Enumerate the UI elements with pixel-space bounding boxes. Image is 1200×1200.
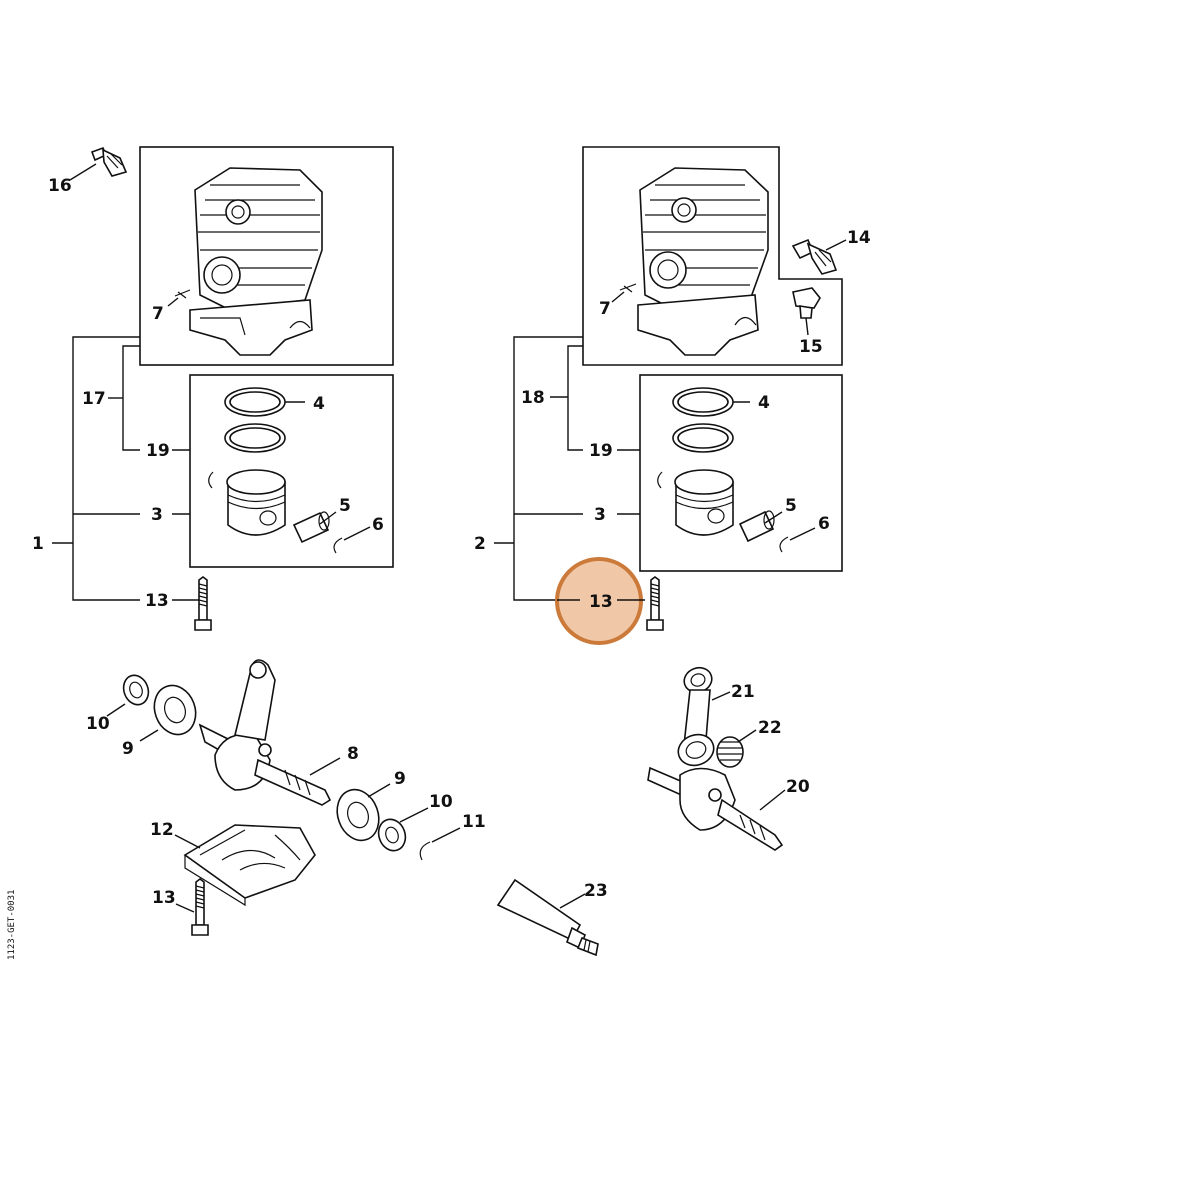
label-7-right: 7 [599,299,611,319]
right-screw-7-icon [619,283,637,293]
grease-tube-23-icon [496,878,599,957]
bearing-9b-icon [336,788,380,842]
label-5-right: 5 [785,496,797,516]
label-10: 10 [86,714,110,734]
label-8: 8 [347,744,359,764]
seal-10-icon [122,674,150,706]
right-cylinder-box [582,146,843,366]
crankshaft-assembly-right: 21 22 20 [647,666,810,851]
connecting-rod-21-icon [677,666,715,767]
label-6-right: 6 [818,514,830,534]
highlight-circle [555,557,643,645]
seal-10b-icon [377,818,407,852]
plug-15-icon [792,287,821,319]
label-13-highlighted: 13 [589,592,613,612]
label-19: 19 [146,441,170,461]
label-5: 5 [339,496,351,516]
screw-13-bottom-icon [191,878,209,936]
right-piston-box [639,374,843,572]
bearing-9-icon [153,684,197,736]
label-3-right: 3 [594,505,606,525]
label-21: 21 [731,682,755,702]
left-piston-pin-5-icon [292,511,330,544]
right-clip-icon [657,471,663,489]
left-cylinder-box [139,146,394,366]
label-13-bottom: 13 [152,888,176,908]
left-screw-13-icon [194,576,212,631]
decomp-valve-14-icon [791,238,838,275]
right-cylinder-icon [637,167,769,356]
left-circlip-6-icon [333,537,343,554]
needle-bearing-22-icon [716,736,744,768]
label-4: 4 [313,394,325,414]
label-2: 2 [474,534,486,554]
crankshaft-8-icon [198,659,332,806]
label-4-right: 4 [758,393,770,413]
right-piston-pin-5-icon [738,510,775,543]
crankshaft-assembly-left: 10 9 8 9 10 11 12 13 [86,659,486,936]
right-screw-13-icon [646,576,664,631]
crankcase-12-icon [183,824,316,907]
doc-code: 1123-GET-0031 [7,890,17,960]
label-9b: 9 [394,769,406,789]
label-1: 1 [32,534,44,554]
label-16: 16 [48,176,72,196]
left-piston-rings-icon [224,387,286,453]
label-19-right: 19 [589,441,613,461]
label-15: 15 [799,337,823,357]
left-piston-icon [226,469,286,536]
left-piston-box [189,374,394,568]
circlip-11-icon [419,841,431,861]
label-7: 7 [152,304,164,324]
left-cylinder-icon [189,167,323,356]
right-circlip-6-icon [779,536,789,553]
right-assembly: 14 7 15 18 19 4 3 5 6 2 13 [474,146,871,645]
label-14: 14 [847,228,871,248]
label-10b: 10 [429,792,453,812]
label-6: 6 [372,515,384,535]
label-3: 3 [151,505,163,525]
left-clip-icon [208,471,214,489]
label-17: 17 [82,389,106,409]
left-assembly: 16 7 17 19 4 3 5 6 1 13 [32,146,394,631]
right-piston-icon [674,469,734,536]
label-11: 11 [462,812,486,832]
label-12: 12 [150,820,174,840]
label-13: 13 [145,591,169,611]
label-22: 22 [758,718,782,738]
left-screw-7-icon [174,289,191,299]
crankshaft-20-icon [647,766,784,851]
label-20: 20 [786,777,810,797]
label-18: 18 [521,388,545,408]
label-9: 9 [122,739,134,759]
label-23: 23 [584,881,608,901]
spark-plug-16-icon [90,146,128,177]
right-piston-rings-icon [672,387,734,453]
